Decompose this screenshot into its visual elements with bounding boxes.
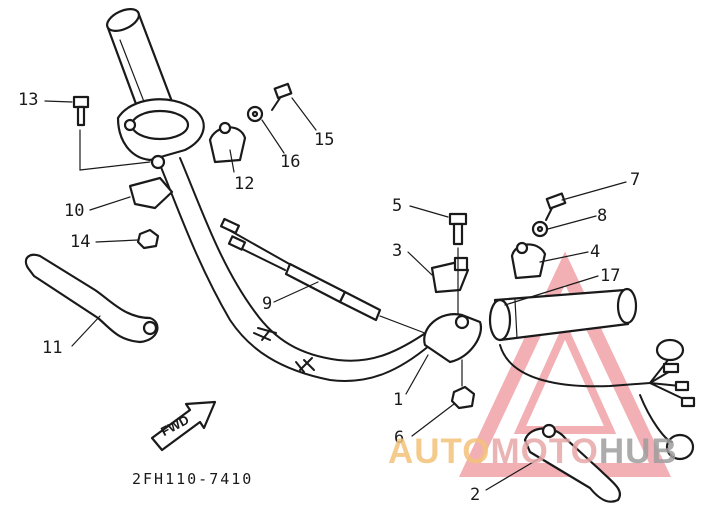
bolt-7	[545, 192, 567, 221]
washer-16	[246, 105, 264, 123]
left-lever-11	[24, 253, 159, 344]
callout-8: 8	[597, 206, 608, 226]
leader-lines	[44, 97, 627, 491]
left-housing	[116, 98, 205, 162]
part-code: 2FH110-7410	[132, 470, 254, 488]
part-3	[430, 256, 470, 294]
callout-10: 10	[64, 201, 85, 221]
callout-2: 2	[470, 485, 481, 505]
bolt-15	[271, 82, 293, 111]
washer-8	[531, 220, 549, 238]
callout-16: 16	[280, 152, 301, 172]
callout-14: 14	[70, 232, 91, 252]
watermark-hub: HUB	[598, 432, 678, 471]
handlebar	[157, 157, 431, 382]
screw-13	[72, 95, 151, 171]
callout-12: 12	[234, 174, 255, 194]
right-lever-2	[523, 423, 621, 503]
callout-11: 11	[42, 338, 63, 358]
callout-17: 17	[600, 266, 621, 286]
fwd-arrow	[150, 400, 217, 452]
callout-6: 6	[394, 428, 405, 448]
nut-14	[136, 228, 160, 250]
nut-6	[450, 359, 476, 410]
lever-holder-1	[423, 313, 483, 364]
watermark-text: AUTOMOTOHUB	[388, 432, 678, 472]
callout-15: 15	[314, 130, 335, 150]
throttle-grip-17	[488, 287, 638, 342]
callout-1: 1	[393, 390, 404, 410]
callout-7: 7	[630, 170, 641, 190]
callout-3: 3	[392, 241, 403, 261]
part-4	[510, 241, 547, 280]
switch-wiring	[499, 338, 696, 461]
watermark-moto: MOTO	[490, 432, 599, 471]
callout-9: 9	[262, 294, 273, 314]
callout-13: 13	[18, 90, 39, 110]
clamp-12	[208, 121, 247, 164]
watermark-auto: AUTO	[388, 432, 491, 471]
cable-9	[219, 217, 431, 336]
lever-holder-10	[128, 154, 174, 210]
callout-4: 4	[590, 242, 601, 262]
callout-5: 5	[392, 196, 403, 216]
